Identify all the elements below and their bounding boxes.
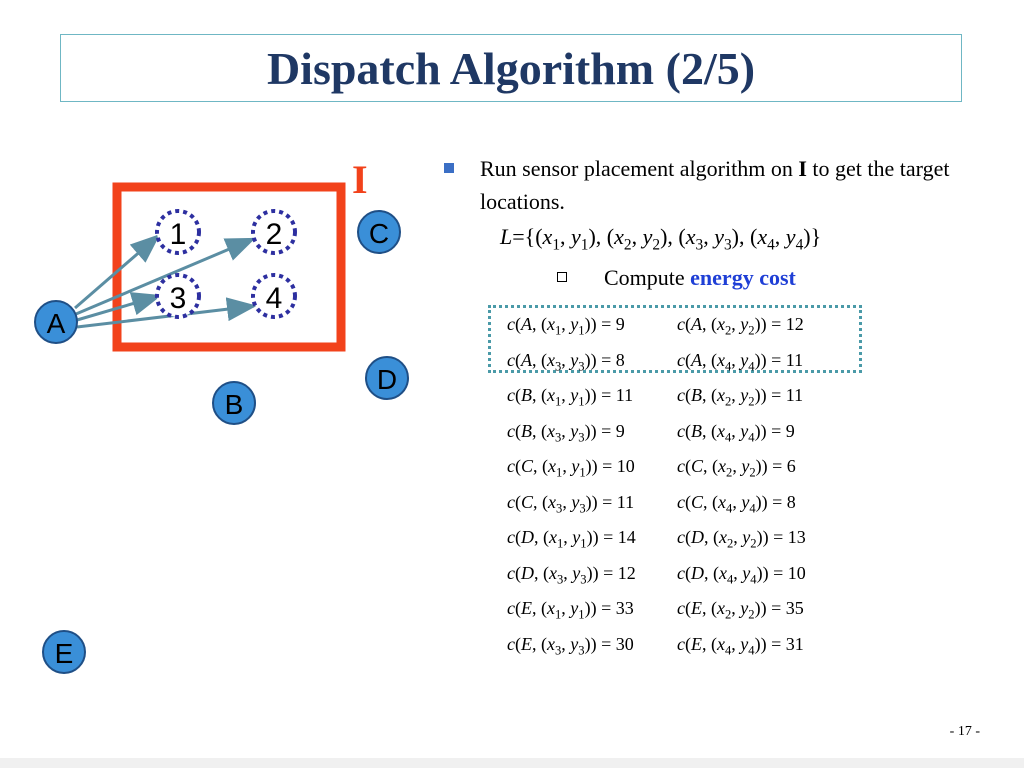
cost-row: c(E, (x1, y1)) = 33 c(E, (x2, y2)) = 35 bbox=[507, 594, 847, 630]
placement-diagram: I 1 2 3 4 A B C D E bbox=[34, 157, 409, 674]
cost-formula: c(E, (x1, y1)) = 33 bbox=[507, 598, 634, 622]
set-variable: L bbox=[500, 224, 513, 249]
sub-text-before: Compute bbox=[604, 265, 691, 291]
target-1-label: 1 bbox=[170, 218, 187, 251]
cost-row: c(B, (x1, y1)) = 11 c(B, (x2, y2)) = 11 bbox=[507, 381, 847, 417]
sensor-c: C bbox=[357, 210, 401, 254]
region-box bbox=[112, 182, 346, 352]
target-2-label: 2 bbox=[266, 218, 283, 251]
cost-formula: c(D, (x1, y1)) = 14 bbox=[507, 527, 636, 551]
arrow-a-to-3 bbox=[76, 292, 162, 322]
hollow-square-icon bbox=[557, 272, 567, 283]
cost-formula: c(E, (x2, y2)) = 35 bbox=[677, 598, 804, 622]
cost-row: c(E, (x3, y3)) = 30 c(E, (x4, y4)) = 31 bbox=[507, 630, 847, 666]
bullet-highlight: I bbox=[798, 156, 807, 181]
arrow-a-to-4 bbox=[76, 297, 257, 329]
target-4-label: 4 bbox=[266, 282, 283, 315]
sensor-a: A bbox=[34, 300, 78, 344]
cost-formula: c(A, (x4, y4)) = 11 bbox=[677, 349, 804, 374]
cost-formula: c(A, (x1, y1)) = 9 bbox=[507, 314, 625, 338]
cost-formula: c(C, (x2, y2)) = 6 bbox=[677, 456, 796, 480]
bullet-text-after: to get the target locations. bbox=[480, 156, 950, 214]
cost-formula: c(C, (x4, y4)) = 8 bbox=[677, 491, 796, 516]
arrow-a-to-2 bbox=[75, 237, 256, 316]
cost-formula: c(C, (x3, y3)) = 11 bbox=[507, 491, 635, 516]
cost-formula: c(C, (x1, y1)) = 10 bbox=[507, 456, 635, 480]
sub-bullet-compute: Compute energy cost bbox=[440, 261, 1000, 294]
sensor-b-label: B bbox=[225, 389, 244, 420]
target-2: 2 bbox=[251, 209, 297, 255]
slide-title: Dispatch Algorithm (2/5) bbox=[266, 42, 756, 94]
cost-formula: c(B, (x4, y4)) = 9 bbox=[677, 420, 795, 445]
cost-formula: c(B, (x2, y2)) = 11 bbox=[677, 385, 804, 409]
bullet-list: Run sensor placement algorithm on I to g… bbox=[440, 152, 1000, 294]
cost-row: c(D, (x1, y1)) = 14 c(D, (x2, y2)) = 13 bbox=[507, 523, 847, 559]
target-4: 4 bbox=[251, 273, 297, 319]
sensor-a-label: A bbox=[47, 308, 66, 339]
cost-row: c(C, (x3, y3)) = 11 c(C, (x4, y4)) = 8 bbox=[507, 488, 847, 524]
target-set-formula: L={(x1, y1), (x2, y2), (x3, y3), (x4, y4… bbox=[500, 224, 822, 254]
page-number: - 17 - bbox=[949, 724, 980, 739]
cost-row: c(C, (x1, y1)) = 10 c(C, (x2, y2)) = 6 bbox=[507, 452, 847, 488]
sensor-c-label: C bbox=[369, 218, 389, 249]
target-1: 1 bbox=[155, 209, 201, 255]
bullet-square-icon bbox=[444, 163, 454, 173]
cost-formula: c(D, (x4, y4)) = 10 bbox=[677, 562, 806, 587]
target-3-label: 3 bbox=[170, 282, 187, 315]
sensor-b: B bbox=[212, 381, 256, 425]
cost-formula: c(A, (x2, y2)) = 12 bbox=[677, 314, 804, 338]
arrow-a-to-1 bbox=[74, 234, 161, 310]
cost-formula: c(E, (x3, y3)) = 30 bbox=[507, 633, 634, 658]
target-3: 3 bbox=[155, 273, 201, 319]
sensor-e: E bbox=[42, 630, 86, 674]
cost-formula: c(E, (x4, y4)) = 31 bbox=[677, 633, 804, 658]
bullet-item-main: Run sensor placement algorithm on I to g… bbox=[440, 152, 1000, 218]
region-label: I bbox=[352, 157, 368, 202]
sensor-d: D bbox=[365, 356, 409, 400]
sensor-e-label: E bbox=[55, 638, 74, 669]
cost-formula: c(B, (x3, y3)) = 9 bbox=[507, 420, 625, 445]
cost-formula: c(B, (x1, y1)) = 11 bbox=[507, 385, 634, 409]
cost-formula: c(A, (x3, y3)) = 8 bbox=[507, 349, 625, 374]
cost-row: c(D, (x3, y3)) = 12 c(D, (x4, y4)) = 10 bbox=[507, 559, 847, 595]
highlight-box-sensor-a bbox=[488, 305, 862, 373]
cost-row: c(A, (x3, y3)) = 8 c(A, (x4, y4)) = 11 bbox=[507, 346, 847, 382]
sensor-d-label: D bbox=[377, 364, 397, 395]
cost-formula: c(D, (x3, y3)) = 12 bbox=[507, 562, 636, 587]
title-box: Dispatch Algorithm (2/5) bbox=[60, 34, 962, 102]
cost-row: c(A, (x1, y1)) = 9 c(A, (x2, y2)) = 12 bbox=[507, 310, 847, 346]
cost-row: c(B, (x3, y3)) = 9 c(B, (x4, y4)) = 9 bbox=[507, 417, 847, 453]
cost-formula: c(D, (x2, y2)) = 13 bbox=[677, 527, 806, 551]
energy-cost-label: energy cost bbox=[690, 265, 796, 291]
bullet-text-before: Run sensor placement algorithm on bbox=[480, 156, 799, 181]
slide-bottom-strip bbox=[0, 758, 1024, 768]
